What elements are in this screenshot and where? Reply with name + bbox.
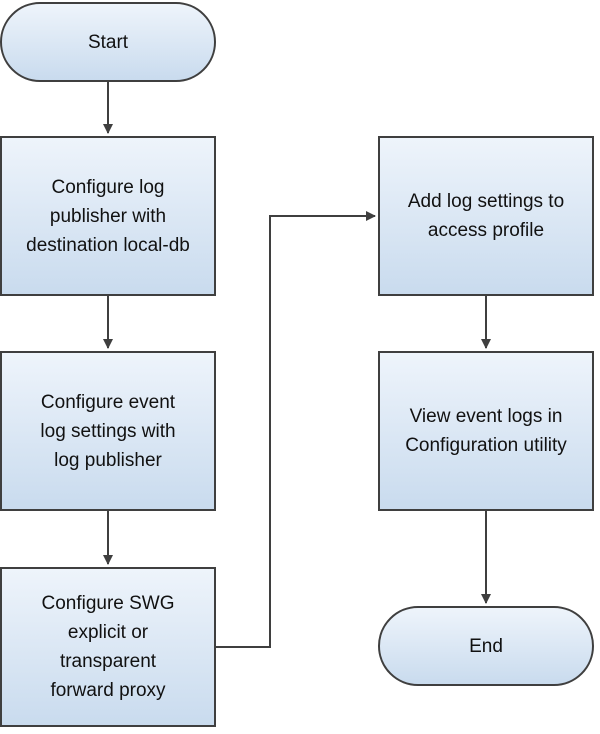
step-view-event-logs: View event logs in Configuration utility bbox=[378, 351, 594, 511]
step-label: Add log settings to access profile bbox=[407, 191, 565, 241]
start-label: Start bbox=[87, 31, 129, 53]
step-configure-event-log-settings: Configure event log settings with log pu… bbox=[0, 351, 216, 511]
end-label: End bbox=[469, 635, 503, 657]
start-node: Start bbox=[0, 2, 216, 82]
end-node: End bbox=[378, 606, 594, 686]
step-configure-log-publisher: Configure log publisher with destination… bbox=[0, 136, 216, 296]
step-add-log-settings: Add log settings to access profile bbox=[378, 136, 594, 296]
step-label: View event logs in Configuration utility bbox=[405, 406, 567, 456]
step-label: Configure event log settings with log pu… bbox=[40, 391, 176, 471]
arrow-step3-to-step4 bbox=[216, 211, 376, 648]
step-configure-swg-proxy: Configure SWG explicit or transparent fo… bbox=[0, 567, 216, 727]
step-label: Configure log publisher with destination… bbox=[26, 176, 190, 256]
step-label: Configure SWG explicit or transparent fo… bbox=[41, 593, 175, 701]
